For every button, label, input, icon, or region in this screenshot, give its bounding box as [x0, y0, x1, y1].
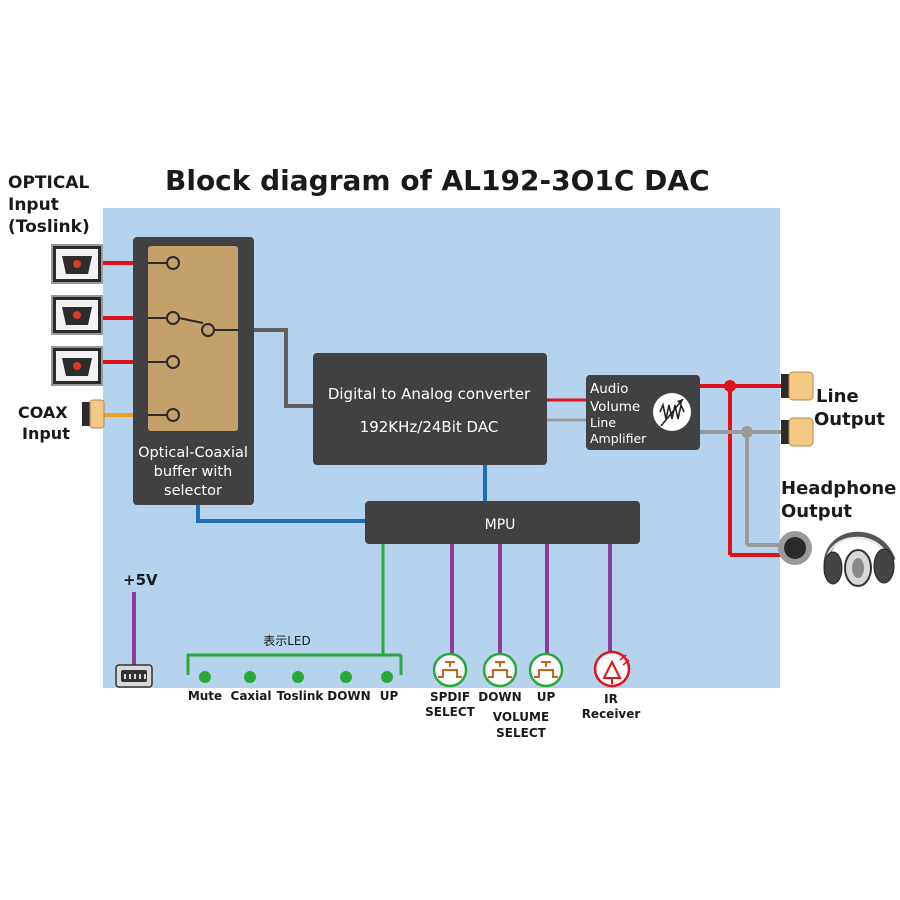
volume-select-label-1: VOLUME	[493, 710, 549, 724]
headphone-output-label-1: Headphone	[781, 478, 896, 499]
button-labels: SPDIF SELECT DOWN UP VOLUME SELECT IR Re…	[425, 690, 640, 740]
control-wires	[450, 544, 612, 655]
led-label-up: UP	[380, 689, 399, 703]
line-output-connector-red	[781, 371, 814, 401]
spdif-label-2: SELECT	[425, 705, 475, 719]
headphone-jack-icon	[778, 531, 812, 565]
buffer-mpu-wire	[196, 505, 366, 523]
volume-select-label-2: SELECT	[496, 726, 546, 740]
coax-input-label-1: COAX	[18, 403, 68, 422]
led-label-toslink: Toslink	[277, 689, 325, 703]
led-toslink	[292, 671, 304, 683]
led-down	[340, 671, 352, 683]
output-wires	[700, 380, 790, 557]
led-label-down: DOWN	[327, 689, 370, 703]
volume-down-label: DOWN	[478, 690, 521, 704]
led-group-label: 表示LED	[263, 634, 311, 648]
volume-down-button-icon	[482, 652, 518, 688]
buffer-label-3: selector	[164, 483, 222, 499]
volume-up-label: UP	[537, 690, 556, 704]
mpu-block: MPU	[365, 501, 640, 544]
volume-up-button-icon	[528, 652, 564, 688]
optical-input-label-2: Input	[8, 195, 59, 215]
ir-label-2: Receiver	[582, 707, 641, 721]
optical-connector-1	[51, 244, 103, 284]
dac-label-2: 192KHz/24Bit DAC	[360, 418, 499, 436]
led-mute	[199, 671, 211, 683]
optical-connector-2	[51, 295, 103, 335]
coax-input-label-2: Input	[22, 424, 70, 443]
usb-connector-icon	[115, 664, 153, 688]
led-up	[381, 671, 393, 683]
led-labels: Mute Caxial Toslink DOWN UP	[188, 689, 399, 703]
led-label-mute: Mute	[188, 689, 222, 703]
led-indicators	[199, 671, 393, 683]
headphones-icon	[823, 531, 896, 587]
buffer-dac-wire	[254, 328, 313, 408]
ir-receiver-icon	[593, 650, 631, 688]
line-output-connector-gray	[781, 417, 814, 447]
optical-input-label-3: (Toslink)	[8, 217, 90, 237]
headphone-output-label-2: Output	[781, 501, 852, 522]
diagram-title: Block diagram of AL192-3O1C DAC	[165, 164, 710, 197]
buffer-selector-block: Optical-Coaxial buffer with selector	[133, 237, 254, 505]
amp-label-4: Amplifier	[590, 431, 647, 446]
line-output-label-1: Line	[816, 386, 859, 407]
mpu-label: MPU	[485, 517, 516, 533]
buffer-label-2: buffer with	[154, 464, 233, 480]
led-bus-wires	[186, 544, 403, 675]
optical-input-label-1: OPTICAL	[8, 173, 89, 193]
led-caxial	[244, 671, 256, 683]
ir-label-1: IR	[604, 692, 618, 706]
led-label-caxial: Caxial	[231, 689, 272, 703]
coax-connector	[82, 399, 105, 429]
spdif-select-button-icon	[432, 652, 468, 688]
volume-potentiometer-icon	[653, 393, 691, 431]
dac-block: Digital to Analog converter 192KHz/24Bit…	[313, 353, 547, 465]
spdif-label-1: SPDIF	[430, 690, 470, 704]
amplifier-block: Audio Volume Line Amplifier	[586, 375, 700, 450]
buffer-label-1: Optical-Coaxial	[138, 445, 248, 461]
optical-connector-3	[51, 346, 103, 386]
line-output-label-2: Output	[814, 409, 885, 430]
amp-label-2: Volume	[590, 399, 640, 415]
power-label: +5V	[123, 571, 158, 589]
amp-label-1: Audio	[590, 381, 628, 397]
amp-label-3: Line	[590, 415, 616, 430]
dac-label-1: Digital to Analog converter	[328, 385, 531, 403]
